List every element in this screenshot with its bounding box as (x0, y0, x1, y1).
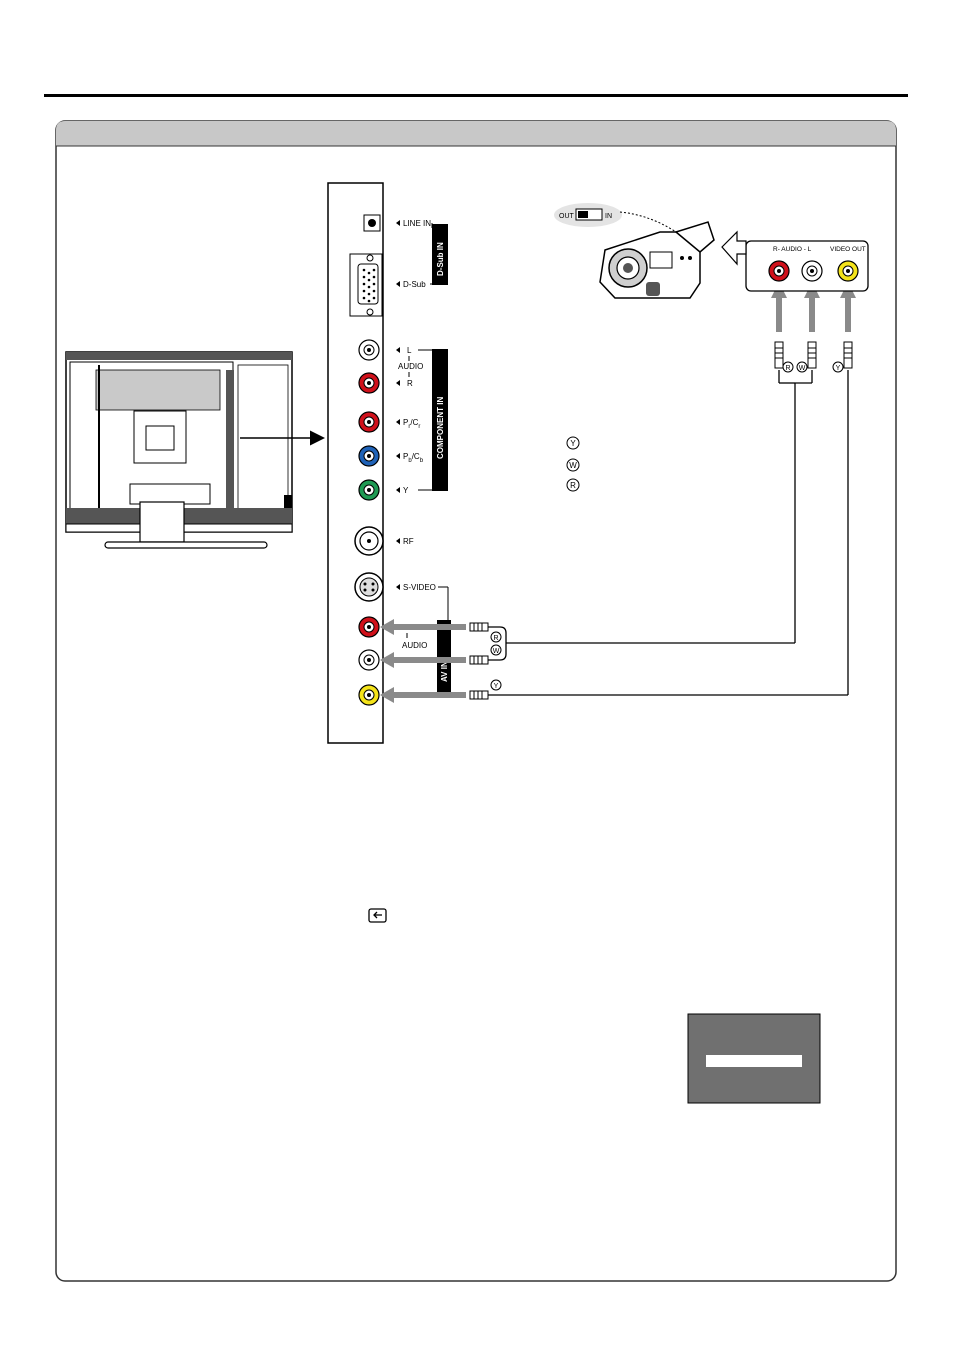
component-y-jack (358, 479, 380, 501)
svg-text:IN: IN (605, 213, 612, 220)
svg-text:Y: Y (570, 439, 576, 448)
label-pointers (396, 220, 400, 590)
av-group-bar (437, 620, 451, 692)
pr-label: Pr/Cr (403, 418, 420, 430)
component-audio-l-jack (358, 339, 380, 361)
svg-text:Y: Y (494, 683, 499, 690)
audio-l-label: L (407, 346, 412, 355)
av-audio-r-jack (358, 616, 380, 638)
camcorder-video-out-label: VIDEO OUT (830, 246, 866, 253)
component-group-bar (432, 349, 448, 491)
svg-text:OUT: OUT (559, 213, 575, 220)
content-panel (55, 120, 897, 1282)
plug-marker-y-cam: Y (832, 361, 844, 373)
dsub-label: D-Sub (403, 280, 426, 289)
dsub-group-label: D-Sub IN (436, 242, 445, 276)
av-video-jack (358, 684, 380, 706)
audio-r-label: R (407, 379, 413, 388)
pb-label: Pb/Cb (403, 452, 424, 464)
svg-text:Y: Y (836, 365, 841, 372)
svg-text:W: W (799, 365, 806, 372)
legend-w: W (566, 458, 580, 472)
plug-marker-r-tv: R (490, 631, 502, 643)
camcorder-audio-label: R- AUDIO - L (773, 246, 812, 253)
connector-panel (327, 182, 384, 744)
svg-text:R: R (570, 481, 576, 490)
av-audio-label: AUDIO (402, 641, 427, 650)
line-in-jack (368, 219, 376, 227)
svg-text:R: R (785, 365, 790, 372)
legend-y: Y (566, 436, 580, 450)
component-audio-r-jack (358, 372, 380, 394)
av-audio-l-jack (358, 649, 380, 671)
dsub-group-bar (432, 224, 448, 285)
cables (488, 370, 849, 696)
svideo-label: S-VIDEO (403, 583, 436, 592)
component-group-label: COMPONENT IN (436, 397, 445, 459)
y-label: Y (403, 486, 409, 495)
svg-text:W: W (569, 461, 577, 470)
av-group-label: AV IN (440, 661, 449, 682)
plug-marker-w-tv: W (490, 644, 502, 656)
osd-selection-bar (706, 1055, 802, 1067)
plug-marker-y-tv: Y (490, 679, 502, 691)
plug-marker-r-cam: R (782, 361, 794, 373)
svg-text:R: R (493, 635, 498, 642)
line-in-label: LINE IN (403, 219, 431, 228)
av-input-arrows (380, 619, 466, 703)
input-icon (368, 908, 387, 923)
svideo-jack (354, 572, 384, 602)
rf-label: RF (403, 537, 414, 546)
camcorder-direction-arrow (721, 230, 747, 266)
component-pb-jack (358, 445, 380, 467)
tv-rear-icon (65, 351, 293, 549)
camcorder-side-plugs (774, 341, 853, 369)
component-pr-jack (358, 411, 380, 433)
svg-text:W: W (493, 648, 500, 655)
legend-r: R (566, 478, 580, 492)
audio-label: AUDIO (398, 362, 423, 371)
rf-jack (354, 526, 384, 556)
cable-legend: Y W R (566, 436, 580, 492)
plug-marker-w-cam: W (796, 361, 808, 373)
osd-screen (687, 1013, 821, 1104)
camcorder-output-box: R- AUDIO - L VIDEO OUT (745, 240, 869, 292)
out-in-switch-bubble: OUT IN (554, 203, 677, 233)
top-rule (44, 94, 908, 97)
camcorder-icon (599, 221, 715, 299)
panel-header-band (56, 121, 896, 146)
